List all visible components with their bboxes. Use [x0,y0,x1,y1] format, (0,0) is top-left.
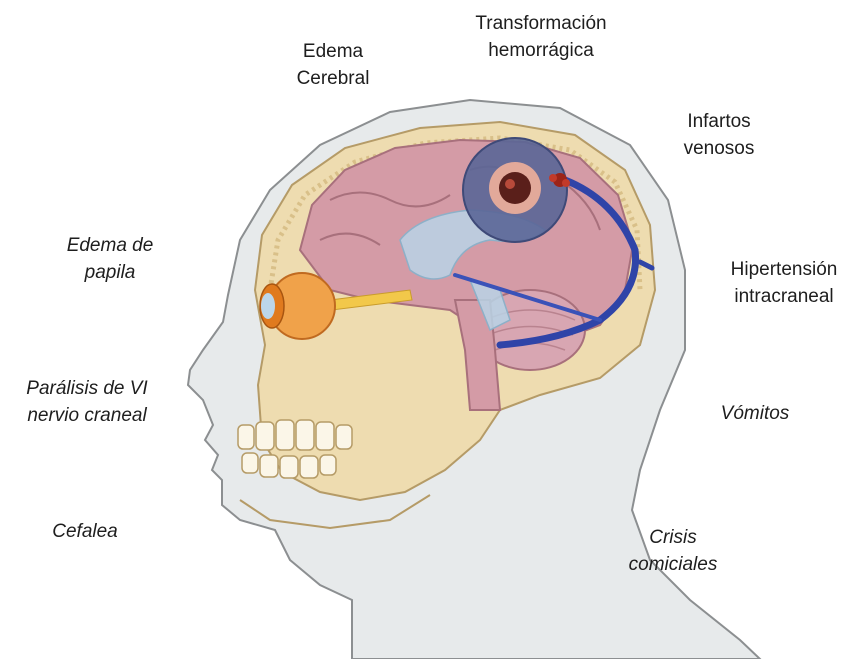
label-paralisis-vi-nervio-craneal: Parálisis de VI nervio craneal [2,375,172,429]
label-cefalea: Cefalea [25,518,145,545]
label-edema-papila: Edema de papila [50,232,170,286]
label-vomitos: Vómitos [700,400,810,427]
label-crisis-comiciales: Crisis comiciales [608,524,738,578]
label-transformacion-hemorragica: Transformación hemorrágica [455,10,627,64]
label-infartos-venosos: Infartos venosos [664,108,774,162]
label-edema-cerebral: Edema Cerebral [288,38,378,92]
label-hipertension-intracraneal: Hipertensión intracraneal [722,256,846,310]
hemorrhage-icon [463,138,567,242]
